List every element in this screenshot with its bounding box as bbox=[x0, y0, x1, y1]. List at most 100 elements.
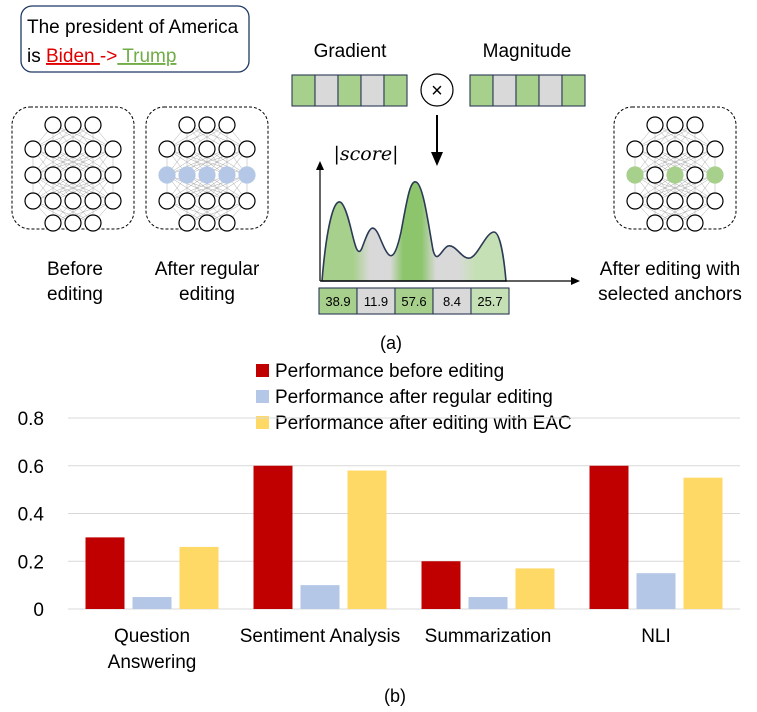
bar-1-0 bbox=[253, 465, 293, 609]
label-before-line1: Before bbox=[47, 259, 103, 280]
score-table: 38.9 11.9 57.6 8.4 25.7 bbox=[318, 287, 510, 315]
strip-cell bbox=[291, 74, 316, 107]
neuron bbox=[198, 166, 216, 184]
neuron bbox=[178, 214, 196, 232]
prompt-line-1: The president of America bbox=[27, 17, 239, 38]
neuron bbox=[84, 214, 102, 232]
bar-1-1 bbox=[300, 585, 340, 609]
neuron bbox=[666, 140, 684, 158]
gradient-label: Gradient bbox=[314, 41, 388, 62]
bar-0-0 bbox=[85, 537, 125, 609]
neuron bbox=[24, 166, 42, 184]
y-tick-label: 0.8 bbox=[18, 409, 44, 430]
strip-cell bbox=[492, 74, 517, 107]
neuron bbox=[44, 116, 62, 134]
legend-swatch bbox=[256, 416, 269, 429]
score-axis-label: |score| bbox=[334, 143, 399, 165]
prompt-box: The president of America is Biden -> Tru… bbox=[20, 5, 250, 73]
strip-cell bbox=[314, 74, 339, 107]
score-curve bbox=[321, 181, 507, 282]
score-cell-value: 25.7 bbox=[477, 294, 502, 309]
neuron bbox=[686, 192, 704, 210]
neuron bbox=[218, 192, 236, 210]
neuron bbox=[178, 166, 196, 184]
strip-cell bbox=[360, 74, 385, 107]
neuron bbox=[686, 116, 704, 134]
neuron bbox=[104, 140, 122, 158]
neuron bbox=[686, 140, 704, 158]
neuron bbox=[686, 214, 704, 232]
score-cell bbox=[318, 287, 358, 315]
network-before-editing bbox=[11, 106, 135, 232]
strip-cell bbox=[337, 74, 362, 107]
bar-3-0 bbox=[589, 465, 629, 609]
neuron bbox=[646, 214, 664, 232]
strip-cell bbox=[469, 74, 494, 107]
neuron bbox=[64, 214, 82, 232]
legend-swatch bbox=[256, 390, 269, 403]
neuron bbox=[198, 192, 216, 210]
multiply-icon: × bbox=[420, 73, 454, 107]
bar-1-2 bbox=[347, 470, 387, 609]
neuron bbox=[646, 140, 664, 158]
neuron bbox=[238, 140, 256, 158]
neuron bbox=[84, 140, 102, 158]
neuron bbox=[198, 214, 216, 232]
new-answer: Trump bbox=[117, 46, 176, 67]
caption-a: (a) bbox=[380, 333, 402, 353]
gradient-strip bbox=[291, 74, 408, 107]
old-answer: Biden bbox=[46, 46, 100, 67]
x-tick-label: Question bbox=[114, 626, 190, 647]
neuron bbox=[626, 140, 644, 158]
neuron bbox=[626, 166, 644, 184]
neuron bbox=[706, 166, 724, 184]
neuron bbox=[84, 116, 102, 134]
label-before-line2: editing bbox=[47, 284, 103, 305]
magnitude-strip bbox=[469, 74, 586, 107]
neuron bbox=[198, 140, 216, 158]
neuron bbox=[158, 192, 176, 210]
down-arrow-icon bbox=[431, 115, 443, 166]
neuron bbox=[686, 166, 704, 184]
neuron bbox=[198, 116, 216, 134]
x-tick-label: Answering bbox=[108, 652, 197, 673]
neuron bbox=[178, 140, 196, 158]
neuron bbox=[666, 116, 684, 134]
legend-swatch bbox=[256, 364, 269, 377]
label-anchors-line1: After editing with bbox=[600, 259, 740, 280]
prompt-line-2: is Biden -> Trump bbox=[27, 46, 176, 67]
neuron bbox=[218, 140, 236, 158]
neuron bbox=[666, 166, 684, 184]
neuron bbox=[64, 116, 82, 134]
neuron bbox=[646, 192, 664, 210]
score-cell-value: 8.4 bbox=[443, 294, 461, 309]
x-tick-label: Summarization bbox=[425, 626, 552, 647]
bar-2-1 bbox=[468, 597, 508, 609]
bar-0-1 bbox=[132, 597, 172, 609]
edit-arrow: -> bbox=[100, 46, 117, 67]
network-after-regular-editing bbox=[145, 106, 269, 232]
bar-3-2 bbox=[683, 477, 723, 609]
neuron bbox=[238, 166, 256, 184]
score-cell-value: 57.6 bbox=[401, 294, 426, 309]
neuron bbox=[44, 214, 62, 232]
score-cell-value: 11.9 bbox=[364, 294, 388, 309]
legend-label: Performance before editing bbox=[275, 361, 504, 382]
neuron bbox=[646, 116, 664, 134]
neuron bbox=[64, 166, 82, 184]
bar-3-1 bbox=[636, 573, 676, 609]
score-cell-value: 38.9 bbox=[325, 294, 350, 309]
neuron bbox=[104, 192, 122, 210]
neuron bbox=[218, 166, 236, 184]
label-regular-line2: editing bbox=[179, 284, 235, 305]
y-tick-label: 0 bbox=[33, 600, 44, 621]
bar-0-2 bbox=[179, 546, 219, 609]
score-axes bbox=[316, 161, 580, 285]
neuron bbox=[666, 192, 684, 210]
strip-cell bbox=[515, 74, 540, 107]
neuron bbox=[218, 214, 236, 232]
neuron bbox=[24, 192, 42, 210]
neuron bbox=[64, 192, 82, 210]
